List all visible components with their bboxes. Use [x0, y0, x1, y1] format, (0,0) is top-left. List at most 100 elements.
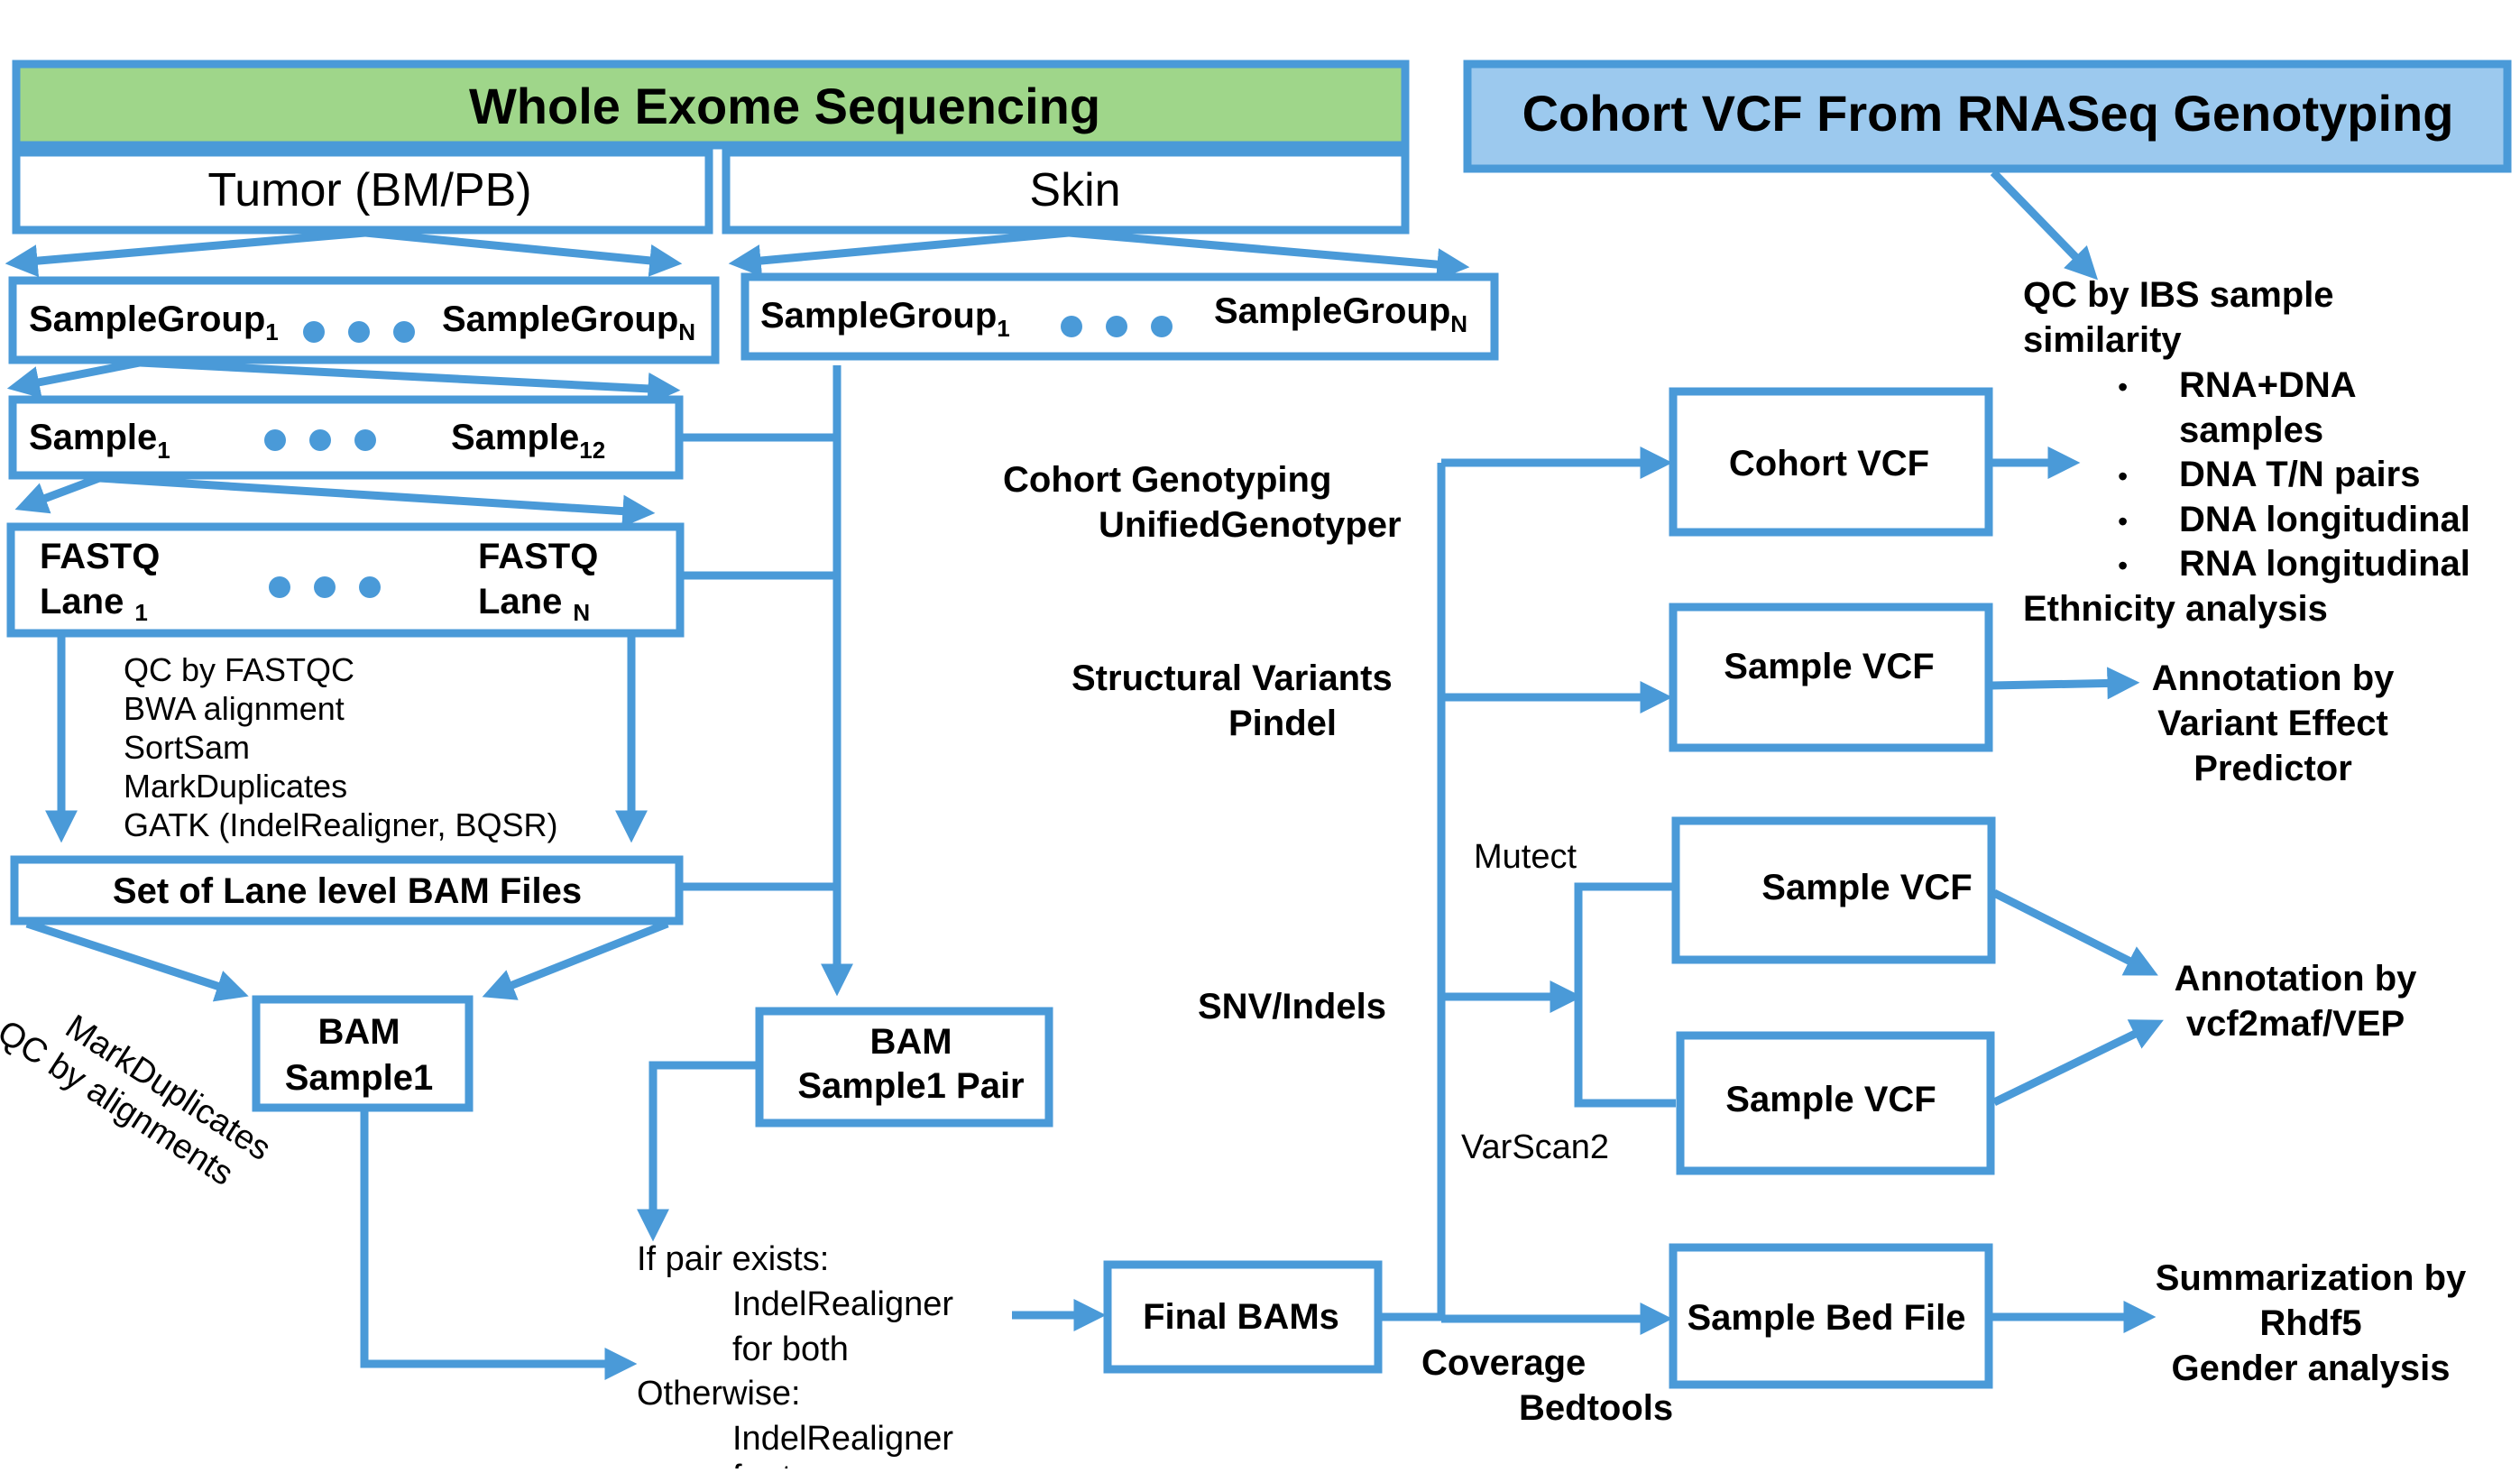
- bullet-mark: •: [2118, 505, 2128, 538]
- arrow-sample-fastq-left: [14, 474, 101, 514]
- skin-samplegroup-first: SampleGroup1: [760, 296, 1010, 342]
- ellipsis-dot: [393, 321, 415, 343]
- bam-sample-line1: BAM: [317, 1012, 400, 1052]
- snv-branch: [1574, 882, 1676, 1108]
- sv-vcf-box: [1669, 603, 1993, 752]
- ellipsis-dot: [1061, 316, 1082, 337]
- method-cohort-2: UnifiedGenotyper: [1099, 505, 1402, 545]
- summary-line2: Rhdf5: [2259, 1303, 2361, 1343]
- fastq-box: [6, 522, 685, 638]
- ellipsis-dot: [359, 576, 381, 598]
- bed-box: [1669, 1243, 1993, 1389]
- bam-pair-box: [755, 1007, 1053, 1128]
- step-bwa: BWA alignment: [124, 690, 345, 727]
- lane-bam-label: Set of Lane level BAM Files: [113, 871, 582, 911]
- qc-bullet-dna-long: DNA longitudinal: [2179, 500, 2470, 539]
- ellipsis-dot: [269, 576, 290, 598]
- wes-title: Whole Exome Sequencing: [469, 78, 1100, 134]
- realign-line1: If pair exists:: [637, 1240, 829, 1278]
- arrow-rna-to-qc: [1990, 169, 2099, 281]
- maf-line1: Annotation by: [2175, 959, 2418, 999]
- ellipsis-dot: [1106, 316, 1127, 337]
- tumor-samplegroup-last: SampleGroupN: [442, 299, 695, 345]
- bullet-mark: •: [2118, 460, 2128, 493]
- rna-header: [1463, 60, 2512, 173]
- realign-line4: Otherwise:: [637, 1375, 801, 1413]
- rotated-qc-label: MarkDuplicates QC by alignments: [0, 1008, 278, 1193]
- ellipsis-dot: [264, 429, 286, 451]
- skin-label: Skin: [1029, 164, 1120, 216]
- bullet-mark: •: [2118, 371, 2128, 403]
- rna-title: Cohort VCF From RNASeq Genotyping: [1522, 85, 2454, 142]
- ellipsis-dot: [314, 576, 336, 598]
- step-markduplicates: MarkDuplicates: [124, 768, 347, 805]
- tumor-samplegroup-first: SampleGroup1: [29, 299, 279, 345]
- bed-label: Sample Bed File: [1688, 1298, 1966, 1338]
- method-sv-2: Pindel: [1228, 704, 1337, 743]
- sample-last: Sample12: [451, 418, 605, 464]
- varscan-vcf-box: [1676, 1031, 1995, 1175]
- ellipsis-dot: [303, 321, 325, 343]
- ethnicity-label: Ethnicity analysis: [2023, 589, 2328, 629]
- method-coverage-2: Bedtools: [1519, 1388, 1673, 1428]
- arrow-tumor-right: [364, 228, 683, 277]
- lane-bam-box: [10, 855, 684, 925]
- method-mutect: Mutect: [1474, 838, 1577, 876]
- fastq-last-label: FASTQ: [478, 537, 598, 576]
- arrow-sample-fastq-right: [98, 474, 656, 528]
- vep-line2: Variant Effect: [2157, 704, 2388, 743]
- arrow-tumor-left: [5, 228, 366, 278]
- cohort-vcf-label: Cohort VCF: [1729, 444, 1929, 483]
- qc-line1: QC by IBS sample: [2023, 275, 2334, 315]
- step-sortsam: SortSam: [124, 729, 250, 766]
- bam-pair-line2: Sample1 Pair: [797, 1066, 1024, 1106]
- sample-first: Sample1: [29, 418, 170, 464]
- arrow-mutect-to-maf: [1991, 888, 2158, 976]
- bullet-mark: •: [2118, 549, 2128, 582]
- qc-line2: similarity: [2023, 320, 2182, 360]
- method-sv-1: Structural Variants: [1071, 658, 1393, 698]
- qc-bullet-rna-dna: RNA+DNA: [2179, 365, 2357, 405]
- bam-pair-line1: BAM: [869, 1022, 952, 1062]
- tumor-samplegroup-box: [8, 276, 720, 364]
- varscan-vcf-label: Sample VCF: [1725, 1080, 1936, 1119]
- final-bams-label: Final BAMs: [1143, 1297, 1339, 1337]
- bam-sample-line2: Sample1: [285, 1058, 434, 1098]
- tumor-label: Tumor (BM/PB): [207, 164, 531, 216]
- realign-line3: for both: [732, 1330, 849, 1368]
- maf-line2: vcf2maf/VEP: [2186, 1004, 2405, 1044]
- ellipsis-dot: [309, 429, 331, 451]
- arrow-lanebam-left: [25, 919, 249, 1002]
- arrow-bam-to-realign: [360, 1111, 638, 1380]
- qc-bullet-rna-long: RNA longitudinal: [2179, 544, 2470, 584]
- arrow-lanebam-right: [482, 919, 669, 1000]
- vep-line3: Predictor: [2194, 749, 2352, 788]
- summary-line3: Gender analysis: [2171, 1349, 2450, 1388]
- method-snv: SNV/Indels: [1198, 987, 1386, 1026]
- step-fastqc: QC by FASTQC: [124, 651, 354, 688]
- arrow-skin-left: [728, 228, 1070, 277]
- step-gatk: GATK (IndelRealigner, BQSR): [124, 806, 558, 843]
- arrow-group-sample-left: [6, 358, 141, 399]
- sample-box: [8, 395, 684, 480]
- vep-line1: Annotation by: [2152, 658, 2396, 698]
- fastq-first-label: FASTQ: [40, 537, 160, 576]
- arrow-skin-right: [1068, 228, 1470, 281]
- sv-vcf-label: Sample VCF: [1724, 647, 1934, 686]
- arrow-sv-to-vep: [1991, 667, 2140, 700]
- realign-line2: IndelRealigner: [732, 1285, 953, 1323]
- method-varscan: VarScan2: [1461, 1128, 1609, 1166]
- realign-line6: for tumor: [732, 1459, 869, 1468]
- arrow-group-sample-right: [139, 358, 681, 405]
- summary-line1: Summarization by: [2156, 1258, 2467, 1298]
- method-coverage-1: Coverage: [1421, 1343, 1586, 1383]
- method-cohort-1: Cohort Genotyping: [1003, 460, 1331, 500]
- arrow-pair-to-realign: [637, 1061, 759, 1242]
- skin-samplegroup-last: SampleGroupN: [1214, 291, 1467, 337]
- ellipsis-dot: [1151, 316, 1173, 337]
- mutect-vcf-box: [1671, 816, 1996, 964]
